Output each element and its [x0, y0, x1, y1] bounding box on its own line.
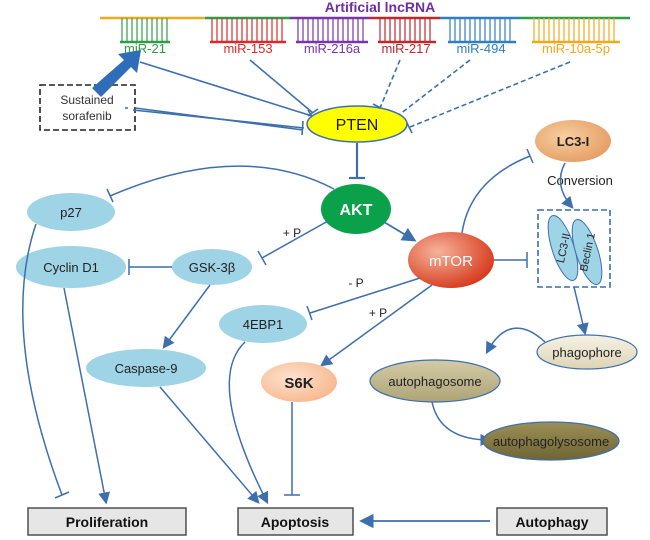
sorafenib-upregulation-arrow: [92, 50, 141, 97]
gsk-3b-node: [172, 249, 252, 285]
mirna-label-mir-216a: miR-216a: [304, 41, 361, 56]
phagophore-to-autophagosome-arrow: [485, 327, 546, 355]
lc3ii-node: LC3-II: [547, 214, 579, 282]
mtor-to-s6k-arrow: [320, 284, 433, 367]
mirna-label-mir-10a-5p: miR-10a-5p: [542, 41, 610, 56]
sorafenib-inhibits-pten: [132, 109, 305, 136]
s6k-label: S6K: [284, 375, 313, 392]
lc3i-node: [535, 120, 611, 162]
cyclin-d1-node: [16, 246, 126, 288]
gsk-to-caspase-arrow: [162, 284, 211, 349]
mirna-label-mir-153: miR-153: [223, 41, 272, 56]
4ebp1-node: [219, 305, 307, 343]
gsk-3b-label: GSK-3β: [189, 260, 236, 275]
autophagosome-node: [369, 359, 501, 403]
phagophore-label: phagophore: [552, 345, 621, 360]
pten-label: PTEN: [336, 117, 379, 134]
pten-node: [306, 105, 408, 143]
mtor-inhibits-lc3i: [461, 148, 534, 234]
beclin-node: Beclin 1: [571, 218, 603, 286]
lc3i-to-lc3ii-arrow: [559, 162, 574, 209]
autophagy-label: Autophagy: [515, 514, 588, 530]
akt-node: [321, 184, 391, 234]
akt-inhibits-gsk: [257, 220, 329, 266]
cyclin-to-proliferation-arrow: [63, 287, 111, 505]
mirna-label-mir-217: miR-217: [381, 41, 430, 56]
mtor-s6k-plus-p: + P: [369, 306, 387, 320]
caspase-9-label: Caspase-9: [115, 361, 178, 376]
p27-label: p27: [60, 205, 82, 220]
autophagosome-to-autophagolysosome-arrow: [431, 401, 493, 446]
phagophore-node: [536, 334, 638, 370]
sorafenib-line1: Sustained: [60, 93, 113, 107]
p27-node: [27, 193, 115, 231]
p27-inhibits-proliferation: [22, 223, 70, 499]
akt-inhibits-p27: [106, 165, 335, 203]
akt-gsk-plus-p: + P: [283, 226, 301, 240]
mtor-inhibits-lc3ii-beclin: [494, 252, 528, 268]
apoptosis-box: Apoptosis: [237, 507, 354, 536]
lc3ii-to-phagophore-arrow: [573, 286, 589, 336]
s6k-inhibits-apoptosis: [284, 402, 300, 496]
conversion-label: Conversion: [547, 173, 613, 188]
mtor-4ebp1-minus-p: - P: [348, 276, 363, 290]
mtor-node: [408, 232, 494, 288]
mirna-inhibition-lines: [125, 59, 571, 134]
sorafenib-line2: sorafenib: [62, 109, 112, 123]
akt-label: AKT: [340, 202, 373, 219]
mtor-inhibits-4ebp1: [306, 277, 421, 321]
autophagolysosome-node: [482, 421, 620, 461]
cyclin-d1-label: Cyclin D1: [43, 260, 99, 275]
lncrna-strand: [100, 16, 630, 44]
caspase-to-apoptosis-arrow: [159, 386, 260, 504]
apoptosis-label: Apoptosis: [261, 514, 330, 530]
gsk-inhibits-cyclin: [128, 259, 172, 275]
4ebp1-label: 4EBP1: [243, 317, 283, 332]
mtor-label: mTOR: [429, 253, 473, 270]
proliferation-box: Proliferation: [27, 507, 187, 536]
pten-inhibits-akt: [349, 143, 365, 180]
lc3i-label: LC3-I: [557, 134, 590, 149]
akt-to-mtor-arrow: [383, 221, 417, 242]
s6k-node: [261, 362, 337, 402]
sorafenib-box: Sustained sorafenib: [39, 84, 136, 131]
autophagolysosome-label: autophagolysosome: [493, 434, 609, 449]
autophagosome-label: autophagosome: [388, 374, 481, 389]
caspase-9-node: [86, 349, 206, 387]
autophagy-box: Autophagy: [496, 507, 608, 536]
4ebp1-to-apoptosis-arrow: [228, 341, 269, 505]
lncrna-title: Artificial lncRNA: [325, 0, 435, 15]
proliferation-label: Proliferation: [66, 514, 148, 530]
mirna-label-mir-494: miR-494: [456, 41, 505, 56]
